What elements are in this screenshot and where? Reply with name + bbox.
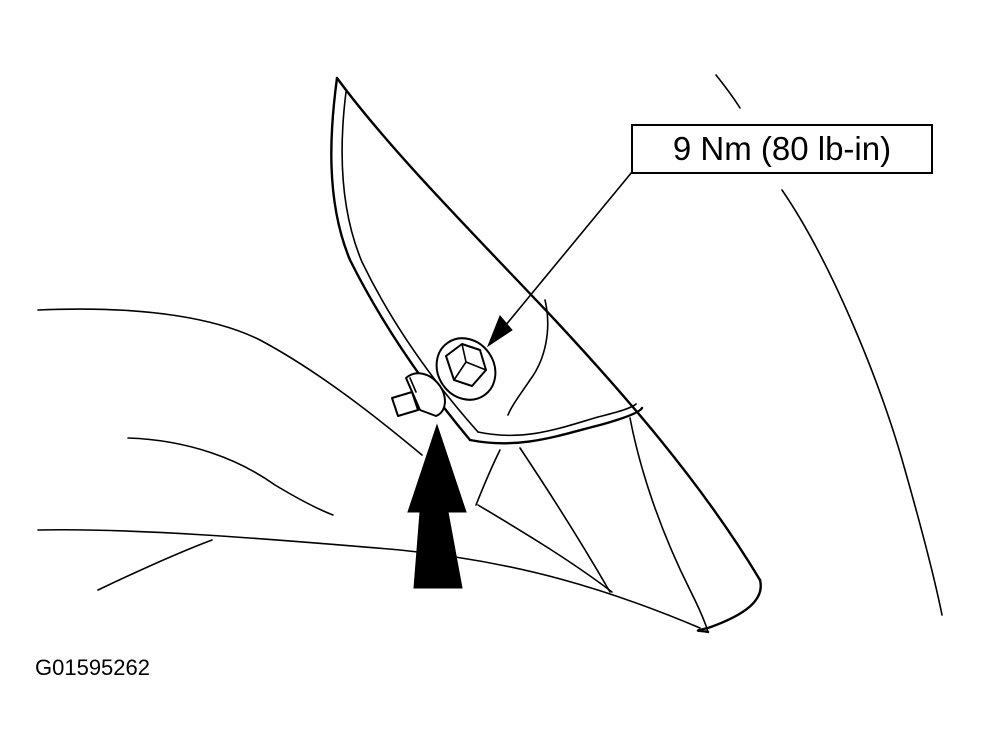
body-outline-lines [37,74,943,629]
bolt-stud-icon [391,372,446,417]
install-direction-arrow-icon [407,423,467,589]
hex-nut-icon [435,337,497,401]
torque-spec-callout: 9 Nm (80 lb-in) [631,124,933,174]
bracket-panel [330,76,762,634]
torque-spec-label: 9 Nm (80 lb-in) [672,130,892,167]
callout-arrow-icon [486,171,633,348]
figure-code-label: G01595262 [35,655,150,680]
